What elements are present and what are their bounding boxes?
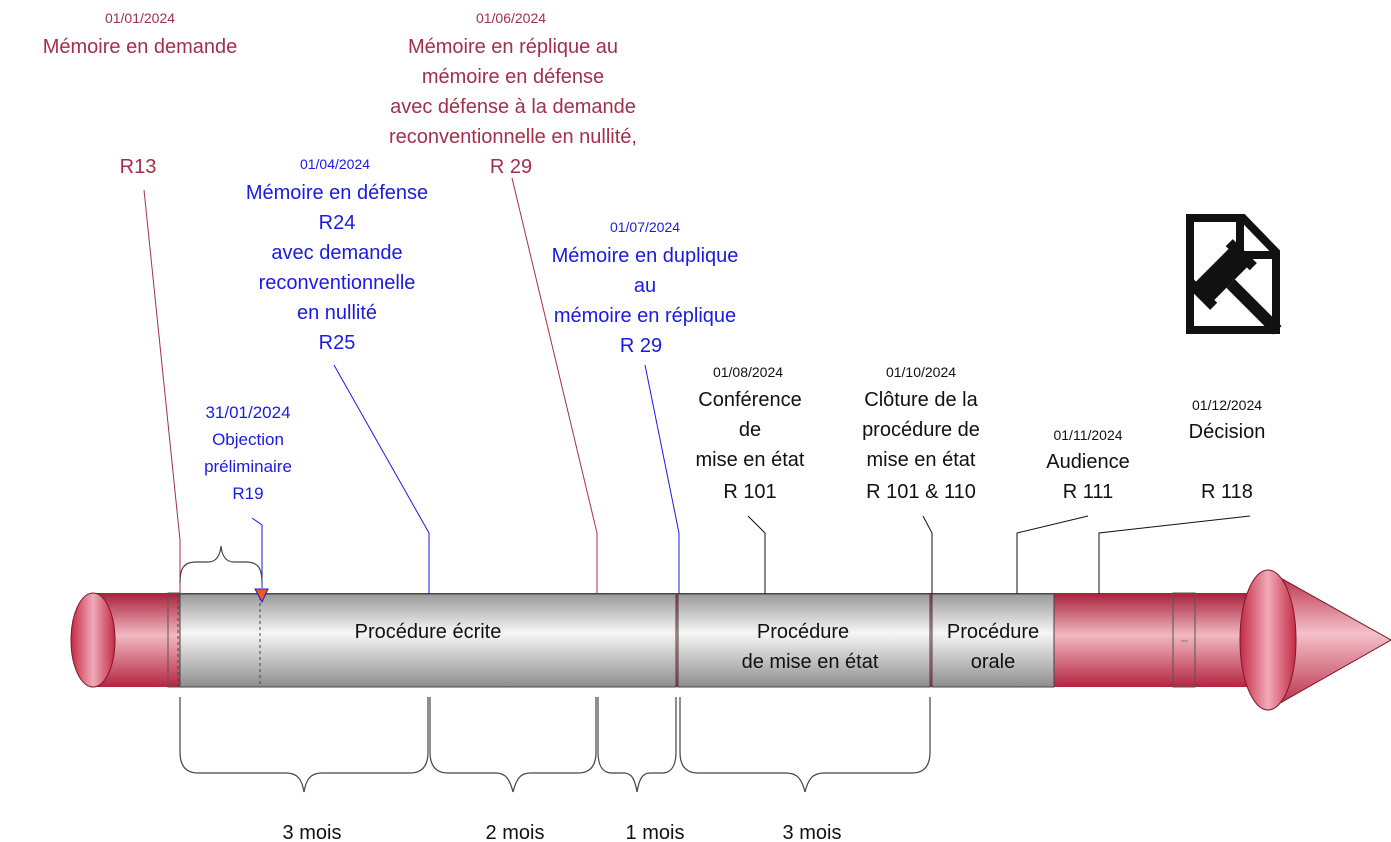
duration-label-3: 1 mois: [626, 822, 685, 842]
event-line: procédure de: [862, 419, 980, 441]
phase-oral-label-2: orale: [971, 651, 1015, 673]
phase-written-label: Procédure écrite: [355, 621, 502, 643]
event-rule: R 101 & 110: [866, 481, 976, 503]
connector-cloture: [922, 515, 933, 594]
event-line: Conférence: [698, 389, 801, 411]
duration-label-1: 3 mois: [283, 822, 342, 842]
arrow-ring-end: [1172, 592, 1196, 688]
duration-braces: [179, 697, 931, 793]
event-rule: R25: [319, 332, 356, 354]
event-line: reconventionnelle: [259, 272, 416, 294]
phase-written-segment: [179, 593, 677, 688]
brace-3-mois-1: [179, 697, 429, 793]
event-rule: R 111: [1063, 481, 1113, 503]
event-connectors: [143, 177, 1251, 594]
event-line: au: [634, 275, 656, 297]
event-rule: R 118: [1201, 481, 1253, 503]
event-rule: R 29: [490, 156, 532, 178]
event-line: de: [739, 419, 761, 441]
judgment-document-gavel-icon: [1186, 214, 1282, 335]
event-line: Clôture de la: [864, 389, 978, 411]
connector-audience: [1016, 515, 1089, 594]
event-rule: R13: [120, 156, 157, 178]
event-line: mémoire en défense: [422, 66, 604, 88]
event-line: en nullité: [297, 302, 377, 324]
event-line: mise en état: [696, 449, 805, 471]
event-date: 01/04/2024: [300, 156, 370, 172]
connector-defense: [333, 364, 430, 594]
event-date: 01/08/2024: [713, 364, 783, 380]
phase-pretrial-label-2: de mise en état: [742, 651, 879, 673]
phase-oral-label-1: Procédure: [947, 621, 1039, 643]
event-memoire-defense: 01/04/2024 Mémoire en défense R24 avec d…: [246, 156, 428, 354]
event-objection-preliminaire: 31/01/2024 Objection préliminaire R19: [204, 403, 292, 503]
event-memoire-replique: 01/06/2024 Mémoire en réplique au mémoir…: [389, 10, 637, 178]
event-memoire-demande: 01/01/2024 Mémoire en demande R13: [43, 10, 238, 178]
event-date: 01/12/2024: [1192, 397, 1262, 413]
event-line: R24: [319, 212, 356, 234]
objection-marker: [254, 588, 269, 604]
event-line: Décision: [1189, 421, 1266, 443]
event-rule: R19: [232, 484, 263, 503]
event-date: 01/11/2024: [1053, 427, 1122, 443]
event-date: 01/06/2024: [476, 10, 546, 26]
event-date: 31/01/2024: [205, 403, 290, 422]
arrow-tail-cap: [70, 592, 116, 688]
connector-duplique: [644, 364, 680, 594]
objection-brace: [179, 545, 263, 584]
event-date: 01/07/2024: [610, 219, 680, 235]
event-line: Mémoire en duplique: [552, 245, 739, 267]
event-cloture: 01/10/2024 Clôture de la procédure de mi…: [862, 364, 980, 503]
event-line: reconventionnelle en nullité,: [389, 126, 637, 148]
event-memoire-duplique: 01/07/2024 Mémoire en duplique au mémoir…: [552, 219, 739, 357]
event-rule: R 29: [620, 335, 662, 357]
phase-segments: [177, 593, 1055, 688]
event-line: mise en état: [867, 449, 976, 471]
phase-pretrial-label-1: Procédure: [757, 621, 849, 643]
event-rule: R 101: [723, 481, 776, 503]
event-decision: 01/12/2024 Décision R 118: [1189, 397, 1266, 503]
duration-label-4: 3 mois: [783, 822, 842, 842]
event-line: avec demande: [271, 242, 402, 264]
brace-1-mois: [597, 697, 677, 793]
connector-replique: [511, 177, 598, 594]
duration-label-2: 2 mois: [486, 822, 545, 842]
event-title: Mémoire en demande: [43, 36, 238, 58]
event-line: Audience: [1046, 451, 1129, 473]
phase-oral-segment: [931, 593, 1055, 688]
event-line: Objection: [212, 430, 284, 449]
brace-2-mois: [429, 697, 597, 793]
connector-conference: [747, 515, 766, 594]
brace-3-mois-2: [679, 697, 931, 793]
event-conference: 01/08/2024 Conférence de mise en état R …: [696, 364, 805, 503]
event-line: avec défense à la demande: [390, 96, 636, 118]
arrow-head-base: [1239, 569, 1297, 711]
event-date: 01/01/2024: [105, 10, 175, 26]
event-line: mémoire en réplique: [554, 305, 736, 327]
event-line: préliminaire: [204, 457, 292, 476]
event-line: Mémoire en réplique au: [408, 36, 618, 58]
event-audience: 01/11/2024 Audience R 111: [1046, 427, 1129, 503]
event-date: 01/10/2024: [886, 364, 956, 380]
connector-demande: [143, 189, 181, 594]
connector-decision: [1098, 515, 1251, 594]
connector-objection: [251, 517, 263, 588]
phase-pretrial-segment: [677, 593, 931, 688]
event-line: Mémoire en défense: [246, 182, 428, 204]
